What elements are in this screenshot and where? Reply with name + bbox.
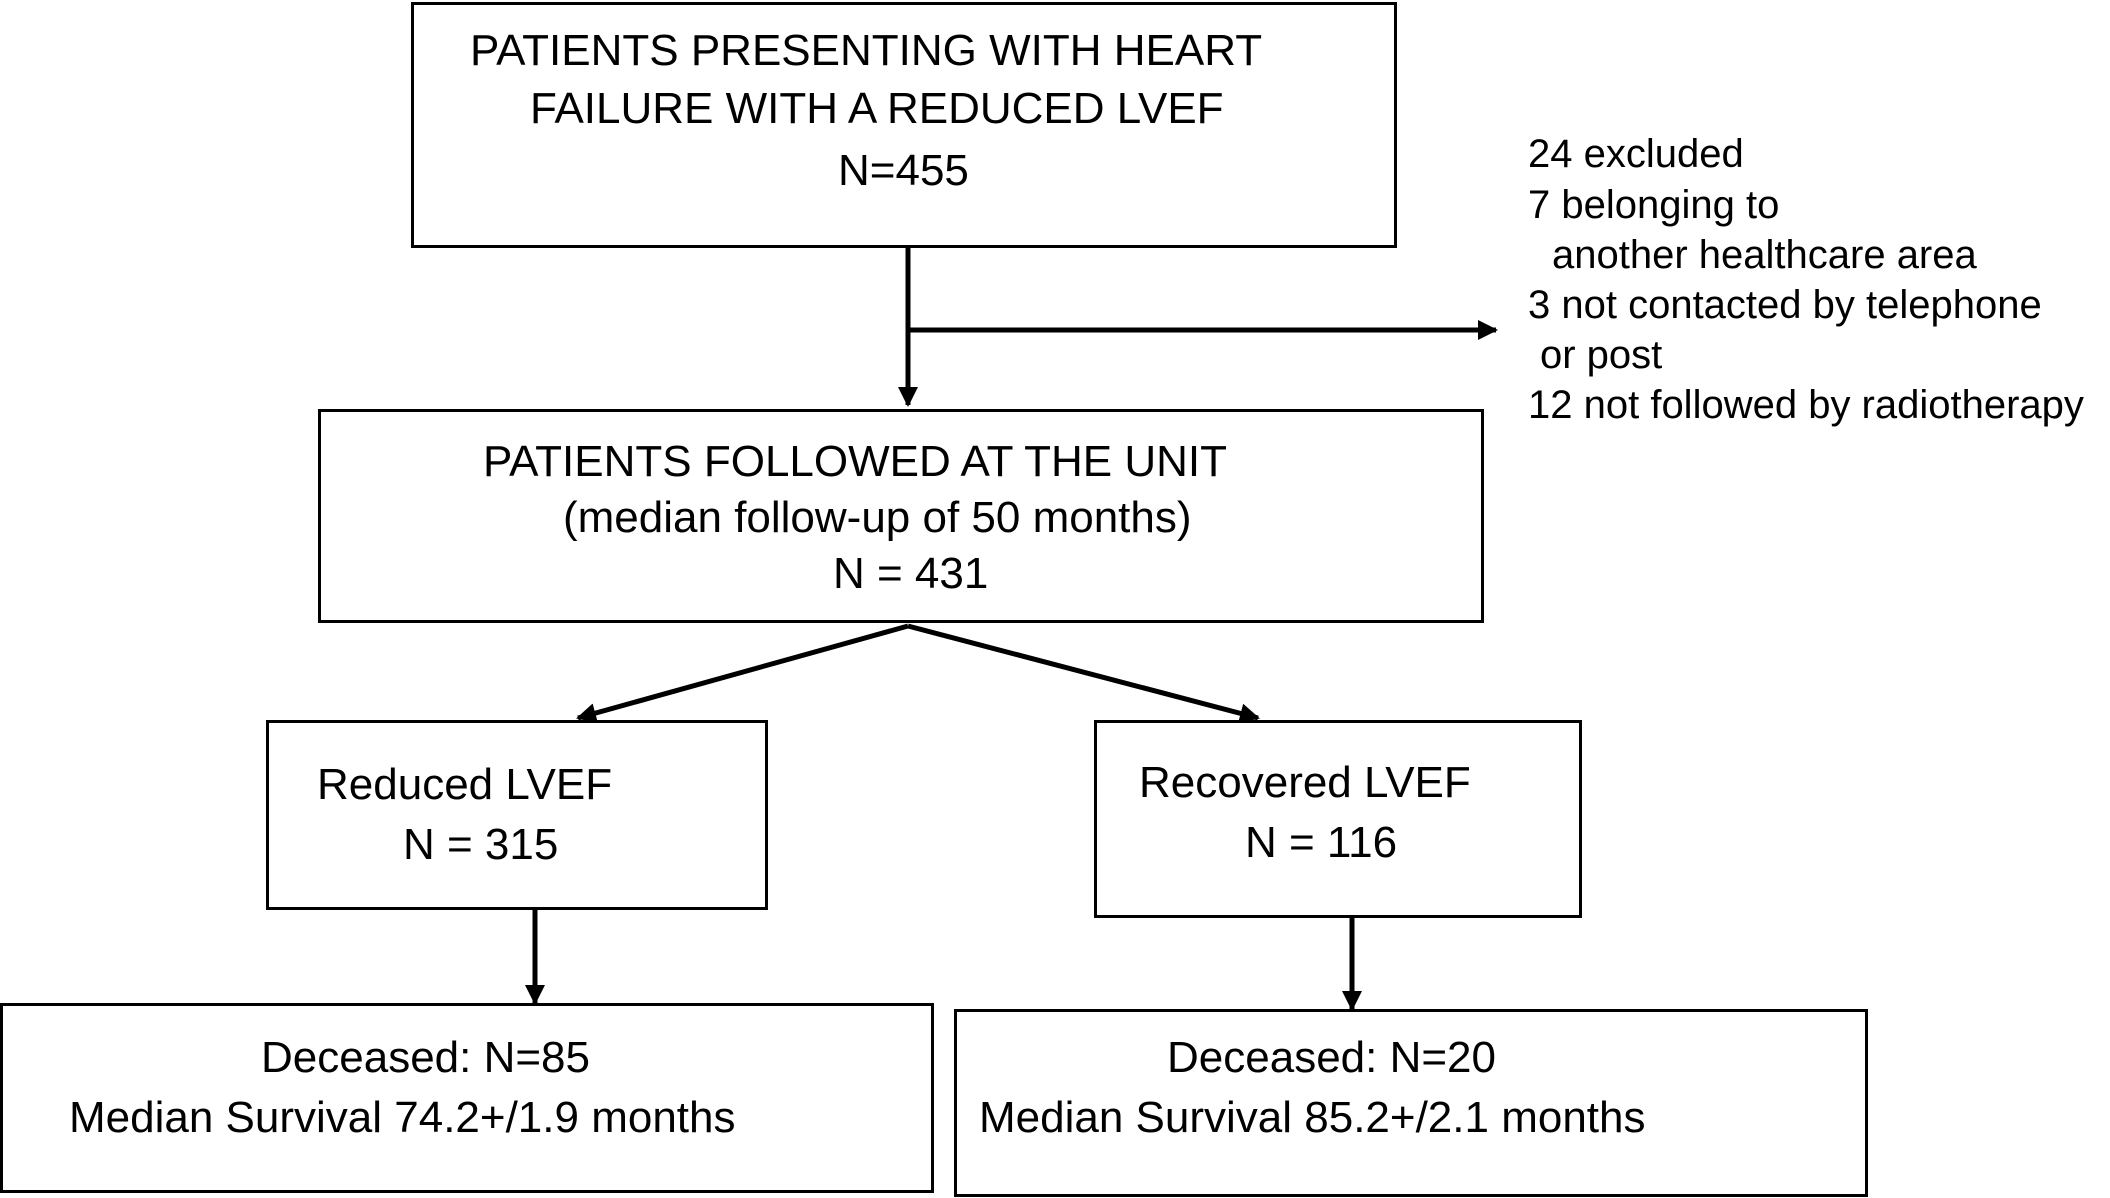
recovered-outcome-box: Deceased: N=20 Median Survival 85.2+/2.1… bbox=[954, 1009, 1868, 1197]
reduced-median-survival: Median Survival 74.2+/1.9 months bbox=[69, 1093, 736, 1142]
reduced-lvef-label: Reduced LVEF bbox=[317, 760, 613, 809]
exclusion-reason-1b: another healthcare area bbox=[1552, 233, 1977, 277]
recovered-deceased: Deceased: N=20 bbox=[1167, 1033, 1496, 1082]
exclusion-reason-3: 12 not followed by radiotherapy bbox=[1528, 383, 2084, 427]
presenting-count: N=455 bbox=[838, 146, 969, 195]
presenting-patients-box: PATIENTS PRESENTING WITH HEART FAILURE W… bbox=[411, 2, 1397, 248]
recovered-lvef-count: N = 116 bbox=[1245, 818, 1398, 867]
reduced-deceased: Deceased: N=85 bbox=[261, 1033, 590, 1082]
followed-count: N = 431 bbox=[833, 549, 989, 598]
reduced-lvef-box: Reduced LVEF N = 315 bbox=[266, 720, 768, 910]
followed-title-line1: PATIENTS FOLLOWED AT THE UNIT bbox=[483, 437, 1228, 486]
recovered-lvef-box: Recovered LVEF N = 116 bbox=[1094, 720, 1582, 918]
recovered-lvef-label: Recovered LVEF bbox=[1139, 758, 1471, 807]
exclusion-reason-2b: or post bbox=[1540, 333, 1663, 377]
presenting-title-line2: FAILURE WITH A REDUCED LVEF bbox=[530, 84, 1224, 133]
reduced-lvef-count: N = 315 bbox=[403, 820, 559, 869]
arrow-to-reduced bbox=[576, 623, 909, 723]
followed-title-line2: (median follow-up of 50 months) bbox=[563, 493, 1192, 542]
exclusions-total: 24 excluded bbox=[1528, 132, 1744, 176]
arrow-to-recovered bbox=[907, 623, 1260, 724]
followed-patients-box: PATIENTS FOLLOWED AT THE UNIT (median fo… bbox=[318, 409, 1484, 623]
exclusion-reason-1a: 7 belonging to bbox=[1528, 183, 1780, 227]
exclusion-reason-2a: 3 not contacted by telephone bbox=[1528, 283, 2042, 327]
presenting-title-line1: PATIENTS PRESENTING WITH HEART bbox=[470, 26, 1263, 75]
recovered-median-survival: Median Survival 85.2+/2.1 months bbox=[979, 1093, 1646, 1142]
reduced-outcome-box: Deceased: N=85 Median Survival 74.2+/1.9… bbox=[0, 1003, 934, 1193]
